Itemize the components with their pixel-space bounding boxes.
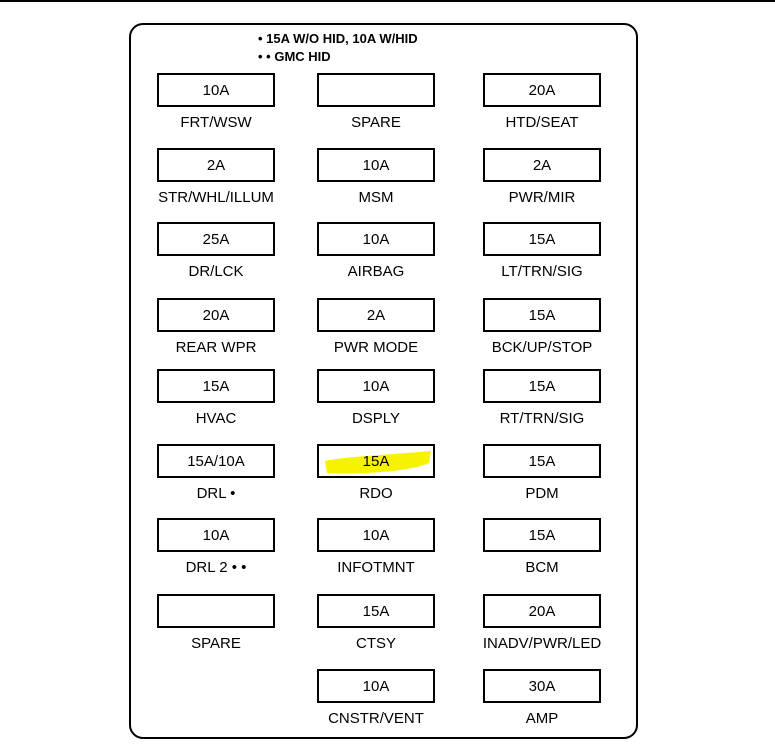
fuse-box: 10A	[317, 518, 435, 552]
fuse-label: PWR MODE	[333, 339, 419, 356]
fuse-label: INFOTMNT	[337, 559, 415, 576]
fuse-rating: 20A	[528, 81, 556, 99]
fuse-box: 10A	[317, 369, 435, 403]
legend-note-double-dot: • • GMC HID	[258, 49, 331, 64]
fuse-rating: 10A	[362, 377, 390, 395]
fuse-box: 30A	[483, 669, 601, 703]
fuse-box: 15A	[317, 594, 435, 628]
fuse-label: INADV/PWR/LED	[482, 635, 602, 652]
fuse-box: 15A	[317, 444, 435, 478]
fuse-rating: 15A	[202, 377, 230, 395]
fuse-label: SPARE	[351, 114, 401, 131]
fuse-box: 15A	[157, 369, 275, 403]
fuse-rating: 15A	[528, 306, 556, 324]
fuse-box: 15A	[483, 518, 601, 552]
fuse-label: BCK/UP/STOP	[491, 339, 593, 356]
fuse-rating: 15A	[528, 377, 556, 395]
fuse-label: PWR/MIR	[508, 189, 576, 206]
fuse-rating: 10A	[202, 81, 230, 99]
fuse-box: 2A	[317, 298, 435, 332]
fuse-box: 20A	[483, 73, 601, 107]
fuse-rating: 20A	[202, 306, 230, 324]
fuse-box: 25A	[157, 222, 275, 256]
fuse-box: 15A/10A	[157, 444, 275, 478]
fuse-rating: 25A	[202, 230, 230, 248]
fuse-rating: 10A	[362, 230, 390, 248]
fuse-label: RDO	[359, 485, 393, 502]
fuse-label: CNSTR/VENT	[328, 710, 424, 727]
fuse-rating: 10A	[202, 526, 230, 544]
fuse-rating: 2A	[366, 306, 386, 324]
fuse-box: 10A	[317, 222, 435, 256]
fuse-box	[317, 73, 435, 107]
fuse-box: 10A	[157, 518, 275, 552]
fuse-label: AMP	[525, 710, 559, 727]
fuse-box	[157, 594, 275, 628]
fuse-box: 10A	[317, 148, 435, 182]
fuse-label: CTSY	[355, 635, 396, 652]
fuse-rating: 15A	[362, 602, 390, 620]
fuse-label: DRL 2 • •	[185, 559, 247, 576]
fuse-panel-outline	[129, 23, 638, 739]
fuse-box: 2A	[157, 148, 275, 182]
fuse-label: MSM	[358, 189, 394, 206]
fuse-label: SPARE	[191, 635, 241, 652]
fuse-rating: 2A	[206, 156, 226, 174]
fuse-rating: 10A	[362, 156, 390, 174]
highlighter-mark	[325, 451, 431, 474]
fuse-box: 15A	[483, 369, 601, 403]
fuse-label: BCM	[525, 559, 559, 576]
fuse-box: 15A	[483, 298, 601, 332]
fuse-box: 20A	[483, 594, 601, 628]
fuse-rating: 15A	[528, 526, 556, 544]
fuse-label: DR/LCK	[188, 263, 244, 280]
fuse-box: 10A	[317, 669, 435, 703]
fuse-box: 15A	[483, 444, 601, 478]
fuse-rating: 15A/10A	[187, 452, 245, 470]
top-border-line	[0, 0, 775, 2]
fuse-label: FRT/WSW	[180, 114, 252, 131]
fuse-label: DSPLY	[351, 410, 401, 427]
fuse-box: 10A	[157, 73, 275, 107]
fuse-rating: 10A	[362, 677, 390, 695]
fuse-label: LT/TRN/SIG	[501, 263, 583, 280]
fuse-rating: 15A	[528, 452, 556, 470]
fuse-box: 20A	[157, 298, 275, 332]
fuse-rating: 30A	[528, 677, 556, 695]
fuse-label: REAR WPR	[175, 339, 257, 356]
fuse-rating: 15A	[362, 452, 390, 470]
fuse-rating: 10A	[362, 526, 390, 544]
fuse-rating: 20A	[528, 602, 556, 620]
fuse-label: AIRBAG	[347, 263, 405, 280]
fuse-box: 2A	[483, 148, 601, 182]
fuse-label: STR/WHL/ILLUM	[158, 189, 274, 206]
fuse-label: RT/TRN/SIG	[499, 410, 585, 427]
fuse-label: HVAC	[195, 410, 237, 427]
fuse-label: DRL •	[196, 485, 236, 502]
fuse-rating: 15A	[528, 230, 556, 248]
fuse-box: 15A	[483, 222, 601, 256]
fuse-rating: 2A	[532, 156, 552, 174]
fuse-label: HTD/SEAT	[505, 114, 579, 131]
legend-note-single-dot: • 15A W/O HID, 10A W/HID	[258, 31, 418, 46]
fuse-label: PDM	[525, 485, 559, 502]
